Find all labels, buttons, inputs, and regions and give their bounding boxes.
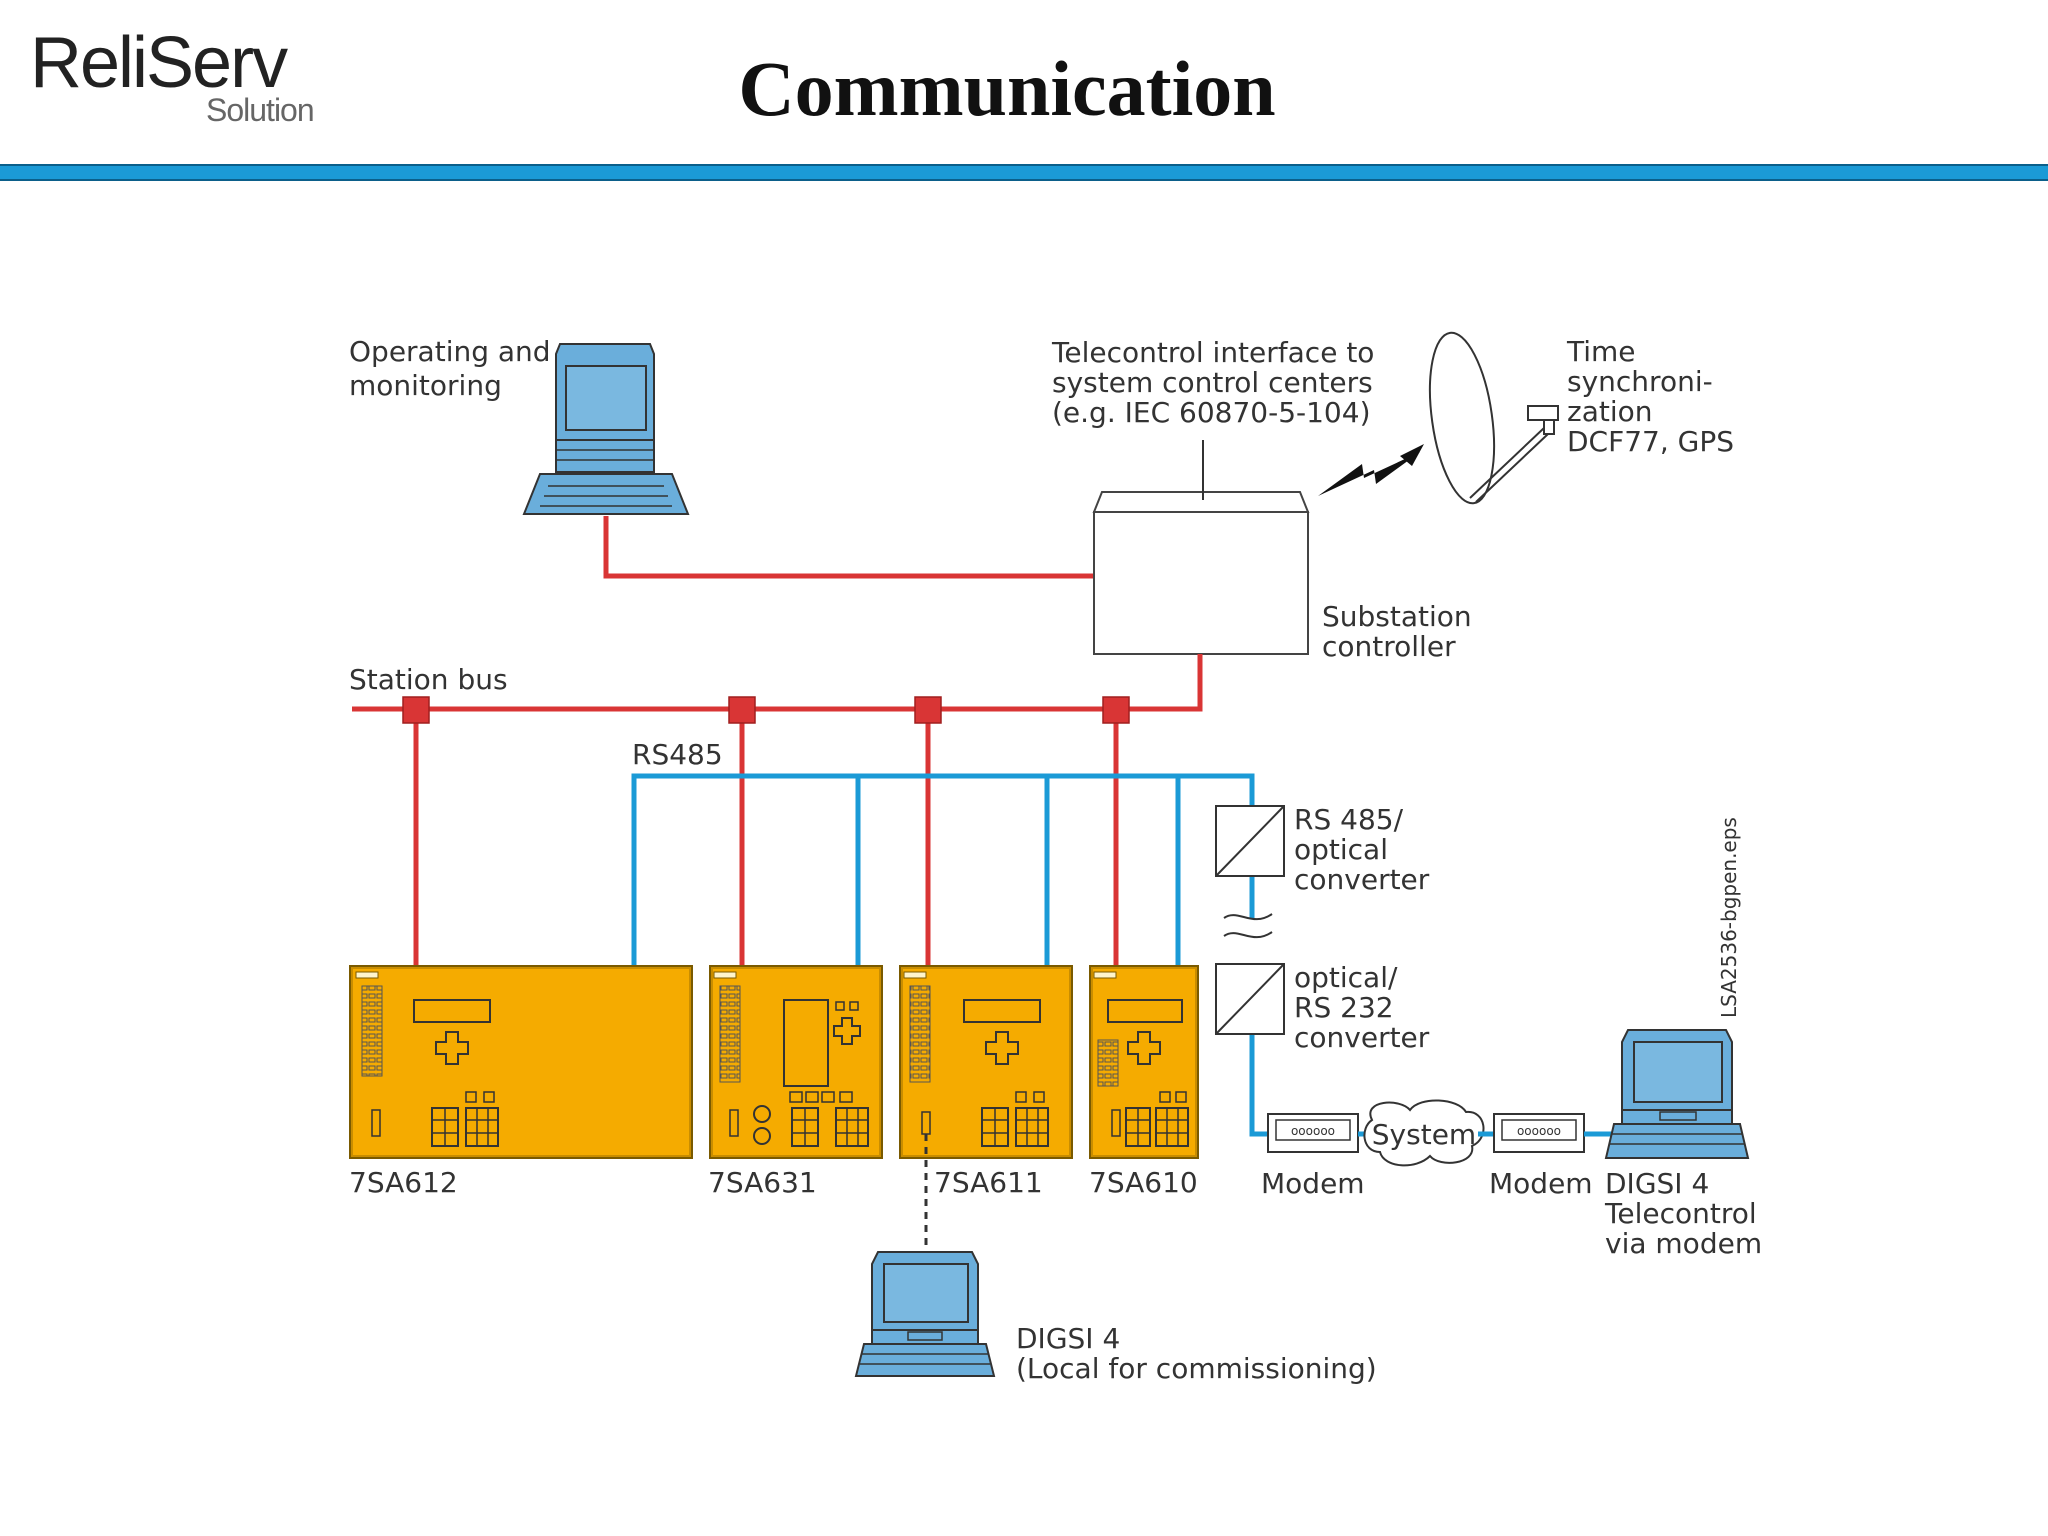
digsi-remote-label-line1: DIGSI 4 — [1605, 1167, 1709, 1200]
digsi-remote-label-line2: Telecontrol — [1604, 1197, 1757, 1230]
converter-to-modem-line — [1249, 1034, 1268, 1137]
bus-node-4 — [1102, 696, 1130, 724]
operating-label-line1: Operating and — [349, 335, 551, 368]
rs485-optical-converter-icon — [1215, 805, 1285, 877]
time-sync-label-line4: DCF77, GPS — [1567, 425, 1734, 458]
modem-left-indicators: oooooo — [1291, 1124, 1335, 1138]
device-7sa611-label: 7SA611 — [934, 1166, 1043, 1199]
logo-wordmark: ReliServ — [30, 23, 288, 103]
device-7sa631-label: 7SA631 — [708, 1166, 817, 1199]
modem-left-icon: oooooo — [1267, 1113, 1359, 1153]
station-bus-label: Station bus — [349, 663, 508, 696]
bus-node-2 — [728, 696, 756, 724]
digsi-remote-label-line3: via modem — [1605, 1227, 1762, 1260]
time-sync-label-line3: zation — [1567, 395, 1653, 428]
rs485-bus-line — [631, 773, 1255, 966]
digsi-local-label-line2: (Local for commissioning) — [1016, 1352, 1377, 1385]
device-7sa631 — [709, 965, 883, 1159]
modem-right-label: Modem — [1489, 1167, 1593, 1200]
device-7sa610-label: 7SA610 — [1089, 1166, 1198, 1199]
telecontrol-label-line3: (e.g. IEC 60870-5-104) — [1052, 396, 1371, 429]
rs485-label: RS485 — [632, 738, 723, 771]
satellite-dish-icon — [1428, 331, 1559, 505]
logo-subtitle: Solution — [206, 92, 315, 128]
remote-laptop-icon — [1604, 1029, 1750, 1159]
header-divider-bar — [0, 164, 2048, 181]
system-label: System — [1372, 1118, 1476, 1151]
substation-controller-box — [1092, 491, 1310, 655]
operating-computer-icon — [522, 343, 690, 515]
digsi-local-label-line1: DIGSI 4 — [1016, 1322, 1120, 1355]
device-7sa611 — [899, 965, 1073, 1159]
station-bus-line — [352, 654, 1203, 712]
operating-link-line — [603, 516, 1094, 579]
substation-label-line1: Substation — [1322, 600, 1472, 633]
system-network-cloud-icon — [1363, 1099, 1485, 1167]
source-file-label: LSA2536-bgpen.eps — [1717, 817, 1741, 1018]
modem-right-indicators: oooooo — [1517, 1124, 1561, 1138]
operating-label-line2: monitoring — [349, 369, 502, 402]
radio-signal-arrow-icon — [1400, 444, 1424, 466]
radio-signal-icon — [1318, 452, 1420, 496]
time-sync-label-line2: synchroni- — [1567, 365, 1713, 398]
optical-rs232-converter-icon — [1215, 963, 1285, 1035]
bus-node-1 — [402, 696, 430, 724]
fiber-break-icon — [1223, 913, 1273, 939]
optical-converter-label-line1: optical/ — [1294, 961, 1398, 994]
telecontrol-label-line1: Telecontrol interface to — [1051, 336, 1374, 369]
bus-node-3 — [914, 696, 942, 724]
telecontrol-label-line2: system control centers — [1052, 366, 1373, 399]
rs485-converter-label-line2: optical — [1294, 833, 1388, 866]
local-laptop-icon — [854, 1251, 996, 1377]
rs485-converter-label-line3: converter — [1294, 863, 1430, 896]
optical-converter-label-line2: RS 232 — [1294, 991, 1394, 1024]
device-7sa612 — [349, 965, 693, 1159]
optical-converter-label-line3: converter — [1294, 1021, 1430, 1054]
substation-label-line2: controller — [1322, 630, 1456, 663]
rs485-converter-label-line1: RS 485/ — [1294, 803, 1404, 836]
device-7sa612-label: 7SA612 — [349, 1166, 458, 1199]
modem-right-icon: oooooo — [1493, 1113, 1585, 1153]
device-7sa610 — [1089, 965, 1199, 1159]
page-title: Communication — [738, 45, 1276, 132]
time-sync-label-line1: Time — [1566, 335, 1636, 368]
modem-left-label: Modem — [1261, 1167, 1365, 1200]
